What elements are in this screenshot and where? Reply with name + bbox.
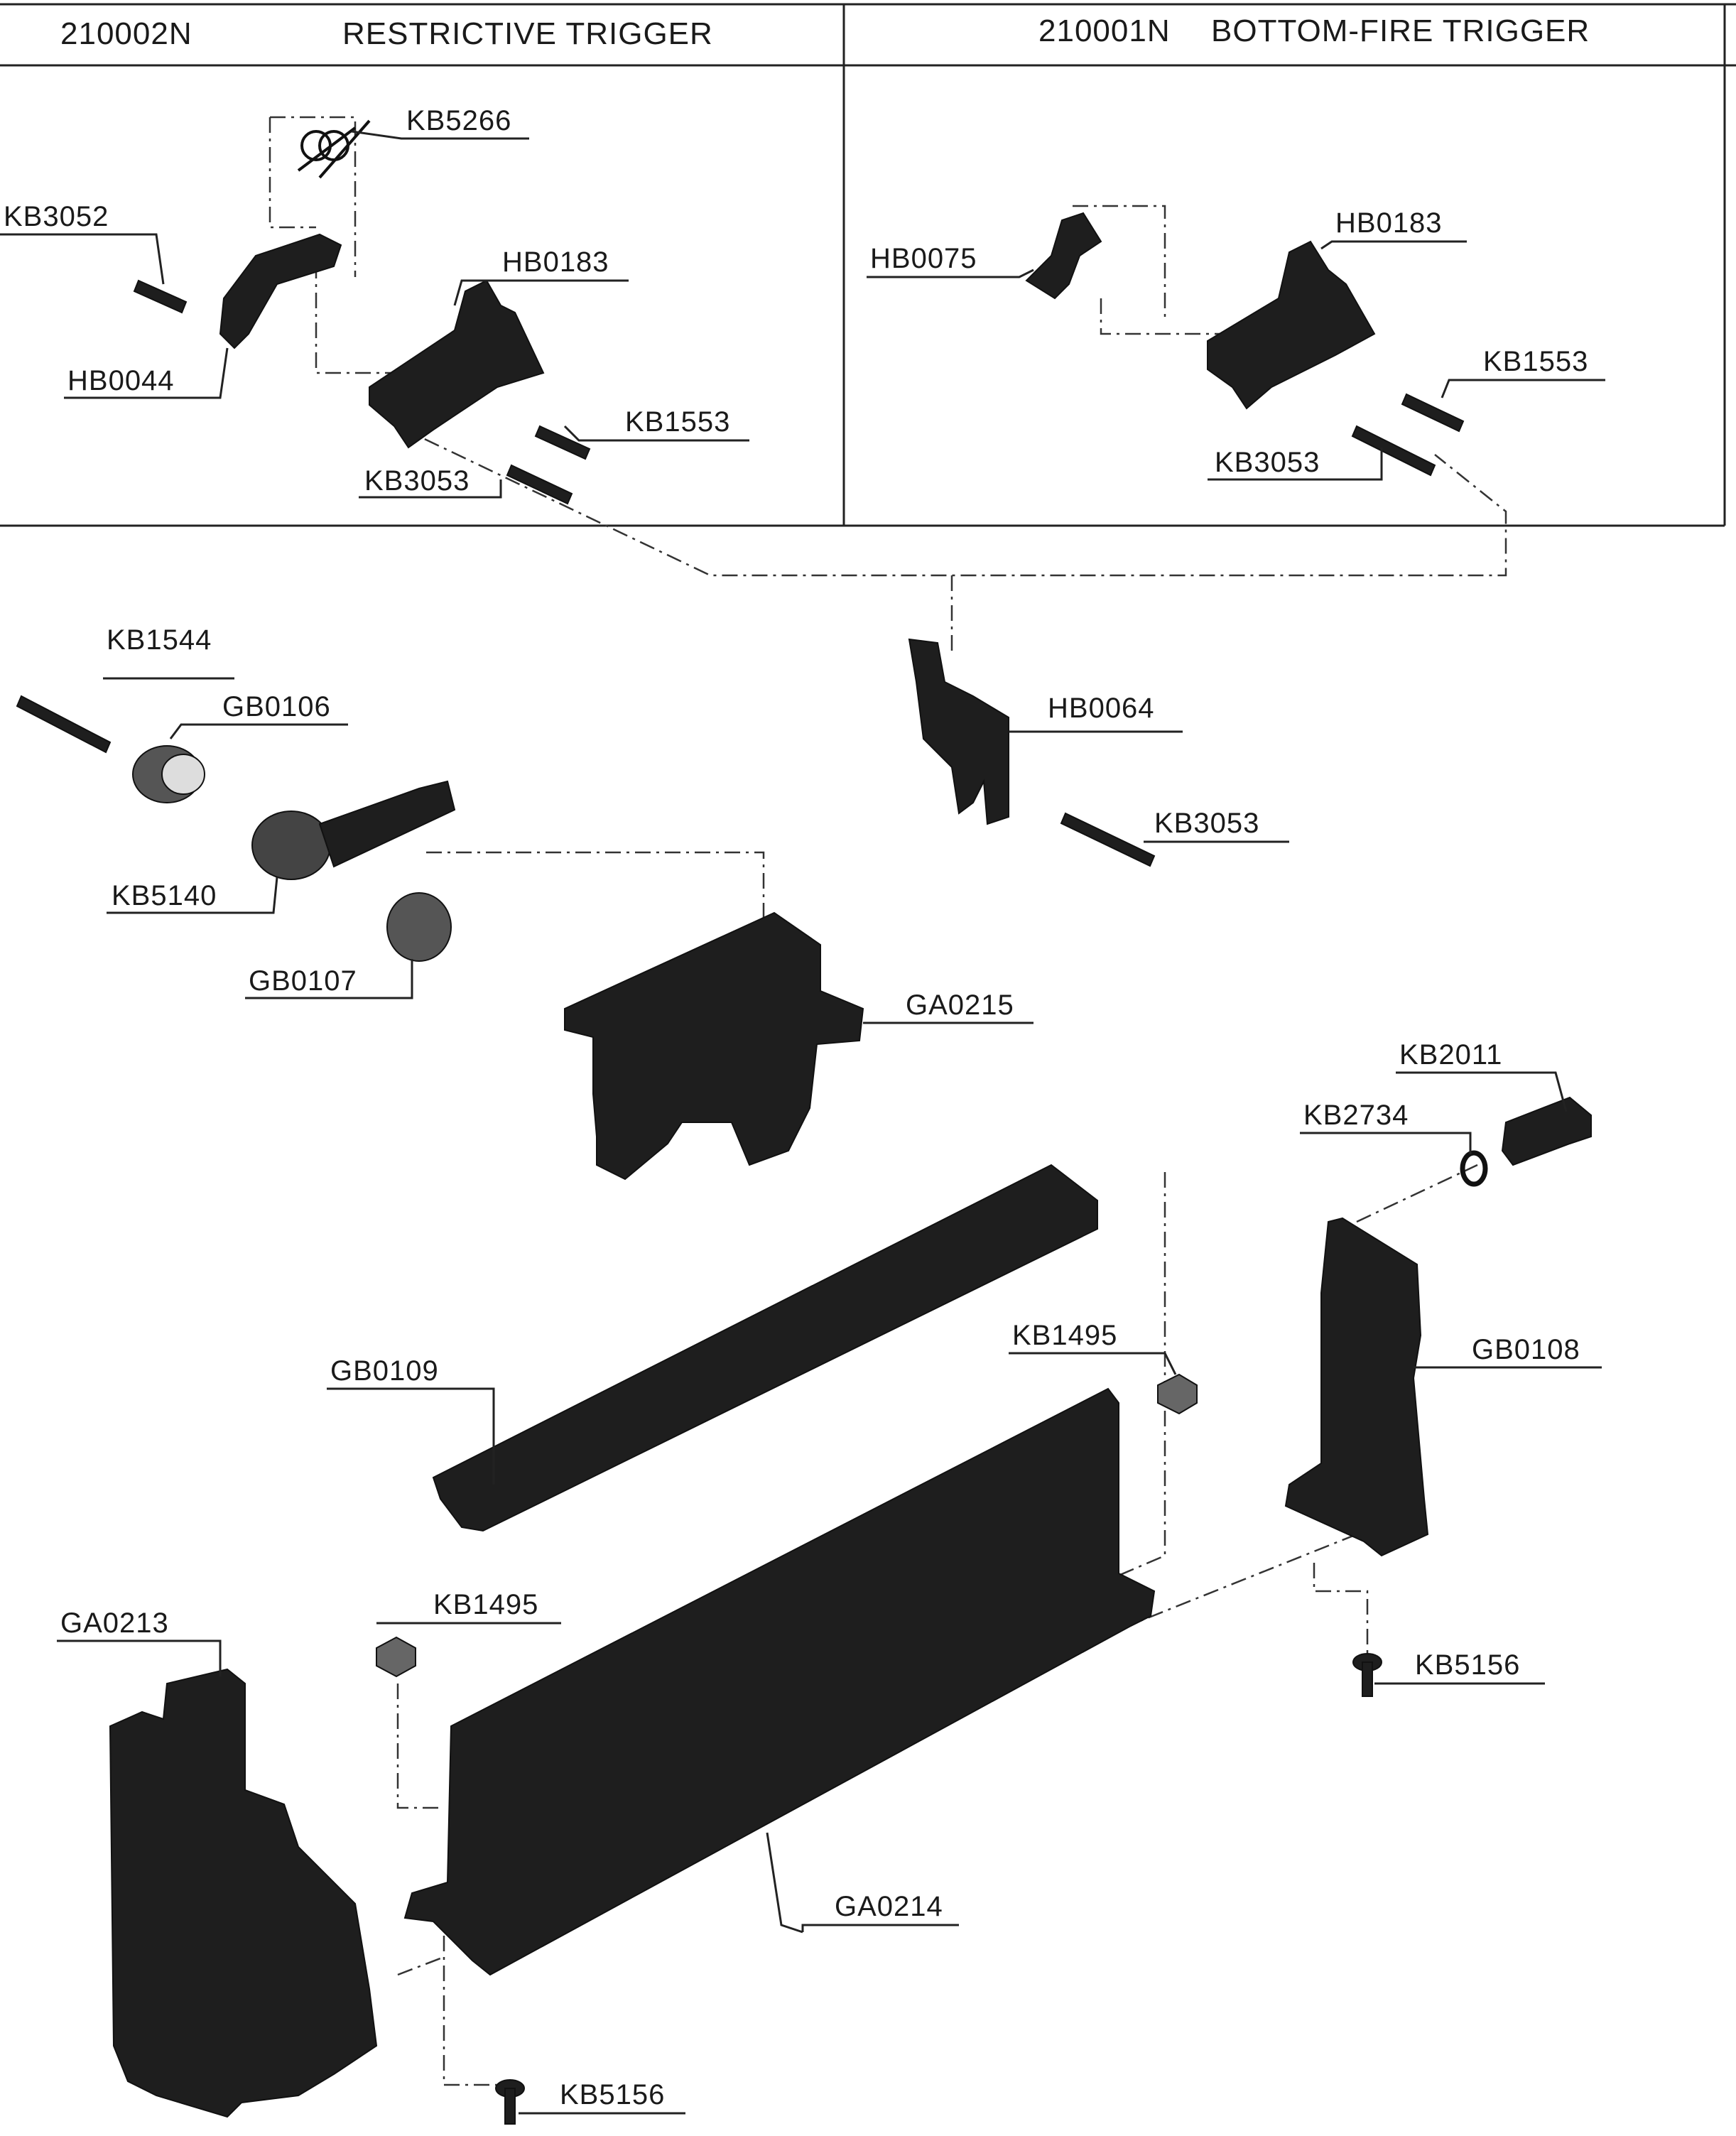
label-kb1544: KB1544 [107,624,212,656]
cap-gb0107-part [386,892,452,962]
label-kb5156-bottom: KB5156 [560,2079,665,2110]
pin-kb3053-left-part [506,464,573,505]
spring-kb5266-part [297,119,371,179]
pin-kb3053-center-part [1060,812,1156,867]
label-kb3052: KB3052 [4,201,109,232]
nut-kb1495-lower-part [376,1636,416,1678]
right-kit-title: BOTTOM-FIRE TRIGGER [1211,13,1590,48]
label-kb5156-right: KB5156 [1415,1649,1520,1681]
pin-kb3052-part [133,279,188,314]
label-kb3053-left: KB3053 [364,465,470,497]
trigger-hb0183-right-part [1207,240,1376,410]
washer-kb2734-part [1460,1150,1488,1187]
label-kb1495-lower: KB1495 [433,1589,538,1620]
rail-gb0109-part [432,1164,1098,1532]
left-kit-title: RESTRICTIVE TRIGGER [342,16,713,51]
label-kb1553-right: KB1553 [1483,346,1588,377]
label-hb0064: HB0064 [1048,693,1155,724]
shoe-hb0075-part [1025,212,1102,300]
spring-kb5140-part [251,780,456,880]
label-hb0183-right: HB0183 [1335,207,1443,239]
left-kit-code: 210002N [60,16,192,51]
pin-kb1553-left-part [534,425,591,460]
rod-kb1544-part [16,695,112,754]
label-kb5266: KB5266 [406,105,511,136]
nut-kb1495-upper-part [1157,1373,1198,1415]
label-ga0214: GA0214 [835,1891,943,1922]
label-hb0075: HB0075 [870,243,977,274]
body-ga0214-part [403,1387,1156,1976]
label-gb0106: GB0106 [222,691,331,722]
label-gb0107: GB0107 [249,965,357,997]
screw-kb5156-bottom-part [495,2079,525,2125]
pin-kb1553-right-part [1401,393,1465,433]
header-table [0,3,1736,527]
callout-leaders [0,130,1605,2115]
label-kb2011: KB2011 [1399,1039,1502,1070]
sear-hb0064-part [908,638,1009,825]
screw-kb5156-right-part [1352,1653,1382,1697]
label-kb3053-center: KB3053 [1154,808,1259,839]
label-gb0108: GB0108 [1472,1334,1580,1365]
label-gb0109: GB0109 [330,1355,439,1387]
lever-hb0044-part [219,233,342,349]
label-kb3053-right: KB3053 [1215,447,1320,478]
pin-kb3053-right-part [1351,425,1436,477]
label-kb1553-left: KB1553 [625,406,730,438]
label-hb0044: HB0044 [67,365,175,396]
block-ga0213-part [109,1668,378,2118]
part-labels: KB5266 KB3052 HB0183 HB0044 KB1553 KB305… [4,105,1588,2110]
assembly-guide-lines [268,116,1507,2086]
label-kb1495-upper: KB1495 [1012,1320,1117,1351]
bracket-gb0108-part [1284,1217,1429,1557]
label-ga0215: GA0215 [906,990,1014,1021]
label-ga0213: GA0213 [60,1608,169,1639]
right-kit-code: 210001N [1038,13,1171,48]
trigger-hb0183-left-part [369,279,545,449]
spool-gb0106-part [132,745,205,803]
housing-ga0215-part [564,911,864,1181]
label-kb2734: KB2734 [1303,1100,1409,1131]
label-kb5140: KB5140 [112,880,217,911]
label-hb0183-left: HB0183 [502,246,609,278]
screw-kb2011-part [1501,1096,1592,1166]
